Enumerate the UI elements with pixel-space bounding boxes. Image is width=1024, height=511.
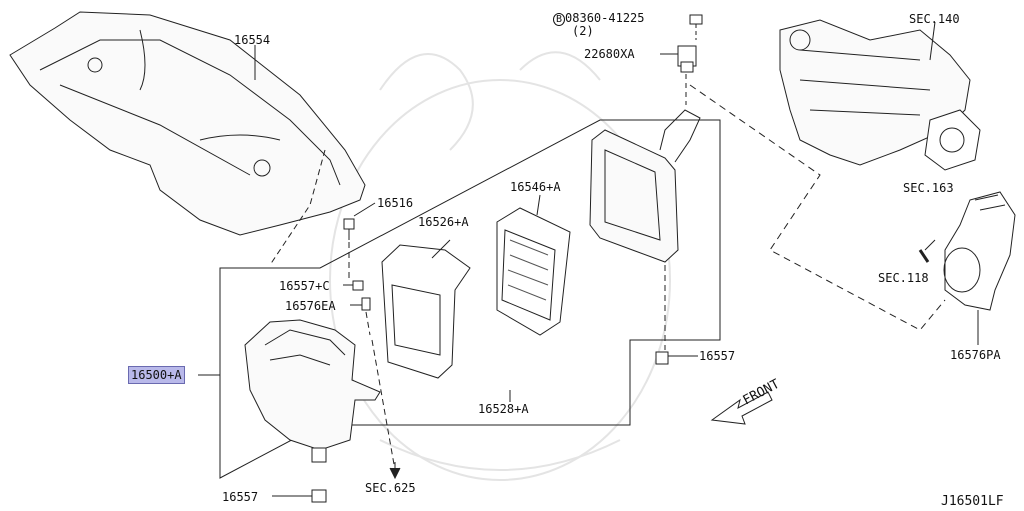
intake-duct-16576pa <box>918 191 1016 311</box>
diagram-code: J16501LF <box>941 494 1004 509</box>
engine-cover-16554 <box>9 11 366 236</box>
label-16557c: 16557+C <box>279 279 330 293</box>
label-16557-bottom: 16557 <box>222 490 259 504</box>
nut-16557-bottom <box>311 489 327 503</box>
label-sec118: SEC.118 <box>878 271 929 285</box>
watermark-emblem <box>329 51 671 481</box>
bolt-16516 <box>343 218 355 240</box>
intake-manifold-sec140 <box>779 19 981 171</box>
label-16576pa: 16576PA <box>950 348 1001 362</box>
airflow-sensor-22680xa <box>677 45 697 105</box>
label-sec163: SEC.163 <box>903 181 954 195</box>
label-22680xa: 22680XA <box>584 47 635 61</box>
front-arrow-icon <box>710 391 773 425</box>
air-cleaner-upper-housing <box>589 109 701 350</box>
label-sec140: SEC.140 <box>909 12 960 26</box>
label-16576ea: 16576EA <box>285 299 336 313</box>
label-08360-qty: (2) <box>572 24 594 38</box>
label-16500a-highlighted[interactable]: 16500+A <box>128 366 185 384</box>
bolt-circle-icon: B <box>553 13 566 26</box>
nut-16557c <box>352 280 364 291</box>
screw-08360 <box>689 14 703 40</box>
label-16516: 16516 <box>377 196 414 210</box>
part-08360-number: 08360-41225 <box>565 11 645 25</box>
air-cleaner-lower-housing <box>244 319 381 463</box>
air-filter-element-16546a <box>496 207 571 336</box>
label-sec625: SEC.625 <box>365 481 416 495</box>
filter-frame-16526a <box>381 244 471 379</box>
label-16526a: 16526+A <box>418 215 469 229</box>
label-16554: 16554 <box>234 33 271 47</box>
label-16546a: 16546+A <box>510 180 561 194</box>
label-16528a: 16528+A <box>478 402 529 416</box>
nut-16557-right <box>655 351 669 365</box>
label-16557-right: 16557 <box>699 349 736 363</box>
grommet-16576ea <box>361 297 371 311</box>
